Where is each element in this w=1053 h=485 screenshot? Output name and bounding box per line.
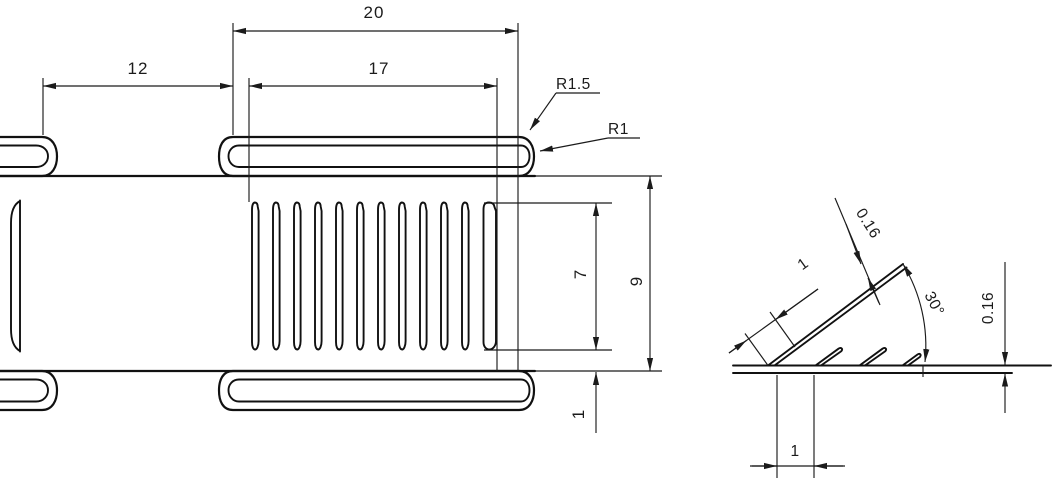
tooth-long-lower [773, 266, 908, 367]
ext-line [744, 333, 769, 366]
serration-slot [356, 201, 365, 351]
plan-view-dimensions: 20 12 17 9 7 1 R1.5 R1 [42, 3, 662, 433]
serration-slot [293, 201, 302, 351]
serration-slot [440, 201, 449, 351]
dim-serrated-length-label: 17 [369, 59, 390, 78]
dim-tooth-length-label: 1 [795, 255, 812, 274]
serration-field [251, 201, 497, 351]
slot-bottom-left-inner [0, 378, 49, 403]
dim-arrow [845, 223, 862, 265]
dim-arrow [728, 340, 747, 354]
slot-top-inner [227, 144, 531, 168]
tooth-3 [858, 347, 887, 367]
slot-bottom-inner [227, 378, 531, 403]
dim-arrow [775, 288, 819, 321]
tooth-4 [901, 352, 922, 367]
slot-bottom-outer [217, 369, 536, 412]
leader-inner-radius [539, 137, 609, 152]
dim-serration-height-label: 7 [571, 269, 590, 279]
serration-slot [377, 201, 386, 351]
serration-slot [461, 201, 470, 351]
serration-slot [335, 201, 344, 351]
tooth-2 [814, 347, 843, 367]
dim-arc-tooth-angle [902, 263, 930, 363]
ext-line [769, 311, 796, 348]
left-serration-sliver [10, 199, 21, 353]
serration-slot-wide [482, 201, 497, 351]
serration-slot [419, 201, 428, 351]
radius-outer-label: R1.5 [556, 76, 591, 93]
dim-sheet-thickness-label: 0.16 [980, 292, 997, 324]
serration-slot [272, 201, 281, 351]
dim-plate-height-label: 9 [627, 276, 646, 286]
slot-top-left-inner [0, 144, 49, 168]
dim-arrow [867, 277, 880, 304]
radius-inner-label: R1 [608, 121, 629, 138]
slot-top-left-outer [0, 135, 59, 178]
dim-total-length-label: 20 [364, 3, 385, 22]
dim-left-slot-spacing-label: 12 [128, 59, 149, 78]
dim-tooth-angle-label: 30° [921, 289, 948, 319]
slot-top-outer [217, 135, 536, 178]
detail-view [732, 263, 1052, 377]
plan-view [0, 135, 537, 412]
serration-slot [251, 201, 260, 351]
serration-slot [398, 201, 407, 351]
slot-bottom-left-outer [0, 369, 59, 412]
dim-edge-margin-label: 1 [569, 409, 588, 419]
detail-view-dimensions: 1 0.16 30° 0.16 1 [728, 197, 1009, 478]
dim-tooth-pitch-label: 1 [790, 443, 799, 460]
leader-outer-radius [529, 92, 557, 131]
serration-slot [314, 201, 323, 351]
tooth-long-upper [767, 263, 904, 367]
dim-tooth-thickness-label: 0.16 [852, 205, 883, 241]
